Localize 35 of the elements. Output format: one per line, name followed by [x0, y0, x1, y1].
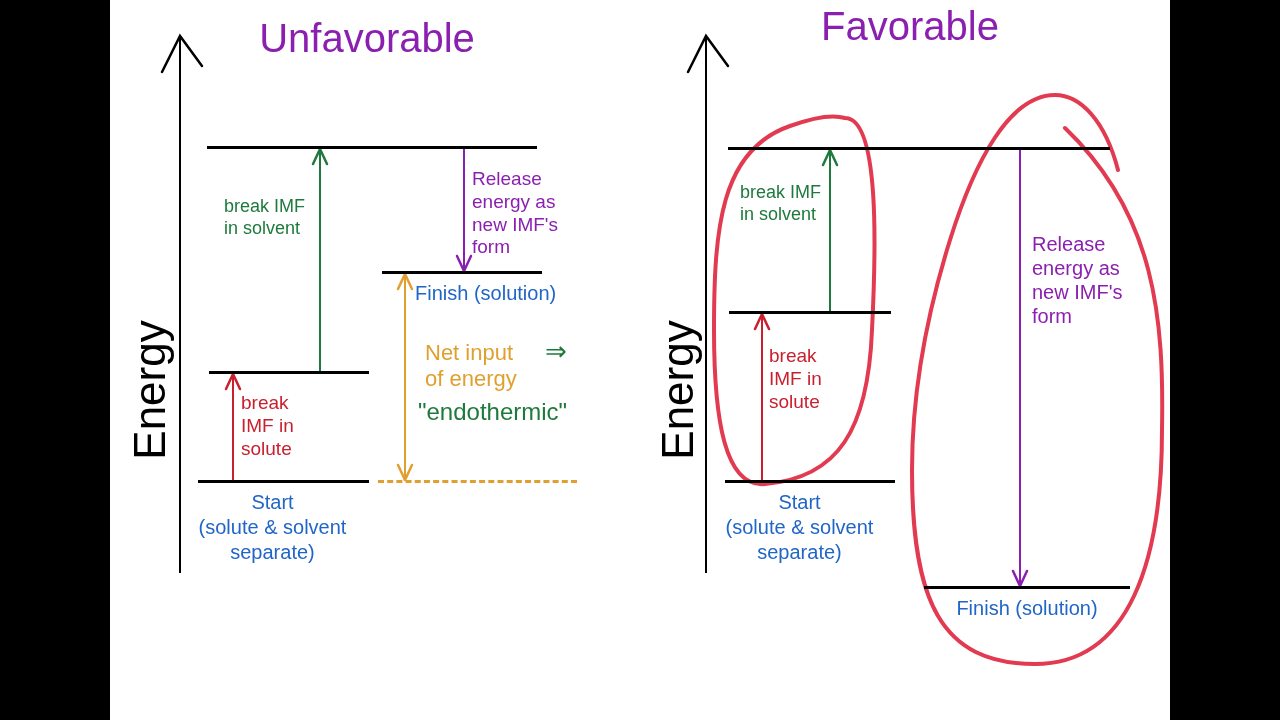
double-headed-arrow — [396, 272, 414, 482]
level-caption: (solute & solvent separate) — [724, 515, 875, 565]
implies-sign: ⇒ — [545, 336, 567, 368]
energy-level-line — [207, 146, 537, 149]
arrow — [455, 148, 473, 273]
level-caption: Finish (solution) — [415, 281, 558, 306]
edge-label: break IMF in solute — [769, 345, 823, 414]
arrow — [821, 148, 839, 312]
energy-level-line — [924, 586, 1130, 589]
energy-level-line — [728, 147, 1110, 150]
arrow — [1011, 149, 1029, 588]
arrow — [224, 372, 242, 481]
level-caption: Finish (solution) — [955, 596, 1099, 621]
energy-level-line — [198, 480, 369, 483]
edge-label: break IMF in solute — [241, 392, 295, 461]
panel-title: Unfavorable — [258, 15, 476, 62]
annotation-text: "endothermic" — [418, 398, 568, 427]
panel-title: Favorable — [820, 3, 1000, 50]
axis-label: Energy — [656, 320, 700, 460]
arrow — [753, 312, 771, 481]
level-caption: Start — [250, 490, 295, 515]
energy-level-line — [725, 480, 895, 483]
energy-level-line — [209, 371, 369, 374]
level-caption: (solute & solvent separate) — [197, 515, 348, 565]
energy-level-line — [729, 311, 891, 314]
energy-level-line — [382, 271, 542, 274]
edge-label: Release energy as new IMF's form — [472, 168, 559, 260]
edge-label: Release energy as new IMF's form — [1032, 232, 1124, 328]
level-caption: Start — [777, 490, 822, 515]
dashed-reference-line — [378, 480, 577, 483]
edge-label: break IMF in solvent — [224, 196, 307, 240]
arrow — [311, 147, 329, 372]
edge-label: Net input of energy — [425, 340, 518, 393]
edge-label: break IMF in solvent — [740, 182, 823, 226]
axis-label: Energy — [128, 320, 172, 460]
